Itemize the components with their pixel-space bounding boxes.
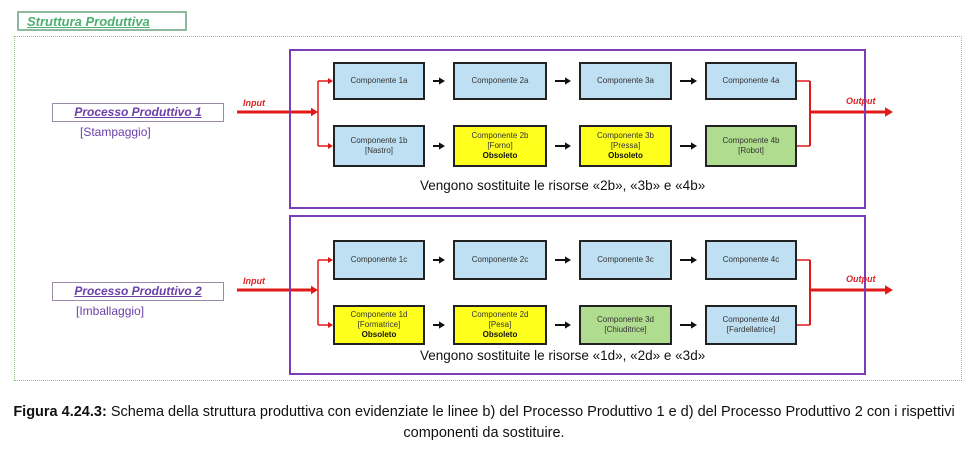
component-name: Componente 3a [597,76,654,85]
component-box: Componente 2c [453,240,547,280]
component-status: Obsoleto [608,151,643,160]
replacement-note: Vengono sostituite le risorse «2b», «3b»… [420,178,706,193]
component-box: Componente 4a [705,62,797,100]
flow-arrowhead [565,256,571,264]
component-name: Componente 1c [350,255,408,264]
flow-arrowhead [565,321,571,329]
component-box: Componente 1c [333,240,425,280]
process-frame [289,49,866,209]
output-label: Output [846,96,876,106]
output-arrowhead [885,285,893,295]
component-box: Componente 1a [333,62,425,100]
component-detail: [Nastro] [364,146,393,155]
process-name: Processo Produttivo 1 [52,103,224,122]
caption-text: Schema della struttura produttiva con ev… [106,404,955,441]
replacement-note: Vengono sostituite le risorse «1d», «2d»… [420,348,706,363]
component-name: Componente 4b [722,136,780,145]
input-arrowhead [311,107,318,117]
component-detail: [Fardellatrice] [726,325,776,334]
figure-caption: Figura 4.24.3: Schema della struttura pr… [0,402,968,444]
flow-arrowhead [691,77,697,85]
caption-label: Figura 4.24.3: [13,404,107,420]
flow-arrowhead [439,142,445,150]
component-name: Componente 2b [471,131,529,140]
input-label: Input [243,276,265,286]
component-detail: [Forno] [487,141,513,150]
component-name: Componente 1a [350,76,408,85]
component-box: Componente 2a [453,62,547,100]
component-name: Componente 2d [471,310,529,319]
flow-arrowhead [691,321,697,329]
flow-arrowhead [565,77,571,85]
component-status: Obsoleto [482,330,518,339]
component-name: Componente 4a [722,76,780,85]
component-name: Componente 3b [597,131,654,140]
input-label: Input [243,98,265,108]
component-status: Obsoleto [482,151,518,160]
component-name: Componente 3c [597,255,654,264]
component-box: Componente 2b[Forno]Obsoleto [453,125,547,167]
flow-arrowhead [439,77,445,85]
branch-arrowhead [328,257,333,263]
flow-arrowhead [691,142,697,150]
component-name: Componente 4d [722,315,780,324]
component-detail: [Formatrice] [357,320,401,329]
component-box: Componente 3b[Pressa]Obsoleto [579,125,672,167]
branch-arrowhead [328,78,333,84]
flow-arrowhead [565,142,571,150]
component-detail: [Pesa] [488,320,512,329]
branch-arrowhead [328,143,333,149]
process-frame [289,215,866,375]
component-status: Obsoleto [361,330,397,339]
component-box: Componente 4d[Fardellatrice] [705,305,797,345]
process-type: [Stampaggio] [80,125,151,139]
outer-dotted-frame [14,36,962,381]
component-detail: [Robot] [738,146,764,155]
component-box: Componente 4c [705,240,797,280]
diagram-title: Struttura Produttiva [17,11,187,31]
process-name: Processo Produttivo 2 [52,282,224,301]
component-name: Componente 1b [350,136,408,145]
component-box: Componente 1d[Formatrice]Obsoleto [333,305,425,345]
component-name: Componente 3d [597,315,654,324]
input-arrowhead [311,285,318,295]
output-label: Output [846,274,876,284]
component-box: Componente 2d[Pesa]Obsoleto [453,305,547,345]
flow-arrowhead [439,256,445,264]
component-detail: [Chiuditrice] [604,325,647,334]
process-type: [Imballaggio] [76,304,145,318]
branch-arrowhead [328,322,333,328]
component-box: Componente 3a [579,62,672,100]
component-name: Componente 2c [471,255,529,264]
component-box: Componente 3d[Chiuditrice] [579,305,672,345]
component-box: Componente 1b[Nastro] [333,125,425,167]
component-box: Componente 3c [579,240,672,280]
component-name: Componente 4c [722,255,780,264]
output-arrowhead [885,107,893,117]
component-name: Componente 1d [350,310,408,319]
flow-arrowhead [691,256,697,264]
component-detail: [Pressa] [610,141,641,150]
component-box: Componente 4b[Robot] [705,125,797,167]
component-name: Componente 2a [471,76,529,85]
flow-arrowhead [439,321,445,329]
